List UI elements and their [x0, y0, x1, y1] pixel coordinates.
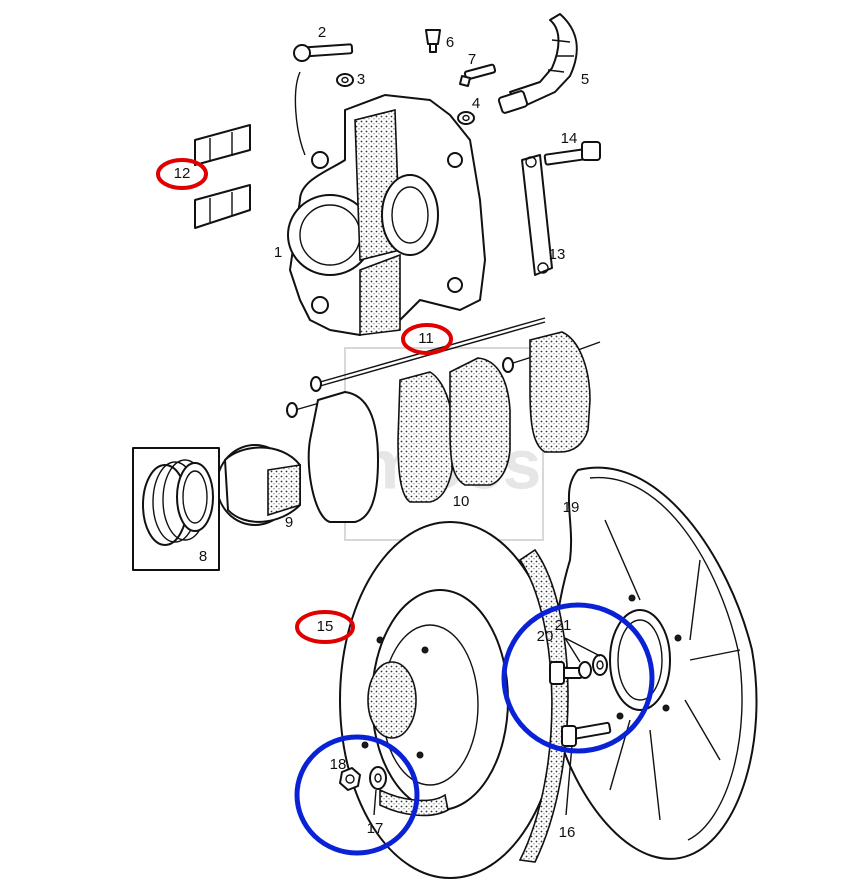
label-6: 6: [446, 34, 454, 51]
bolt-16: [561, 721, 612, 747]
leader-16: [565, 744, 573, 816]
washer-3: [336, 73, 354, 87]
label-20: 20: [537, 628, 554, 645]
locking-plate: [521, 154, 553, 276]
washer-17: [369, 766, 387, 790]
bleed-cap: [425, 29, 441, 53]
bleed-screw: [459, 63, 497, 87]
leader-21: [564, 637, 601, 663]
nut-18: [339, 767, 361, 791]
label-4: 4: [472, 95, 480, 112]
leader-17: [373, 789, 377, 816]
label-17: 17: [367, 820, 384, 837]
caliper-bolt: [293, 43, 354, 62]
label-5: 5: [581, 71, 589, 88]
label-19: 19: [563, 499, 580, 516]
red-marker-15: [295, 610, 355, 644]
bolt-20: [549, 661, 583, 685]
piston: [216, 444, 301, 526]
label-9: 9: [285, 514, 293, 531]
label-11: 11: [418, 330, 434, 347]
anti-rattle-springs: [194, 124, 251, 229]
label-16: 16: [559, 824, 576, 841]
label-8: 8: [199, 548, 207, 565]
label-18: 18: [330, 756, 347, 773]
label-13: 13: [549, 246, 566, 263]
label-12: 12: [174, 165, 191, 182]
blue-marker-bolts: [501, 602, 655, 754]
label-15: 15: [317, 618, 334, 635]
brake-hose: [497, 13, 578, 114]
seal-kit-box: [132, 447, 220, 571]
label-10: 10: [453, 493, 470, 510]
label-14: 14: [561, 130, 578, 147]
label-1: 1: [274, 244, 282, 261]
label-7: 7: [468, 51, 476, 68]
label-3: 3: [357, 71, 365, 88]
red-marker-11: [401, 323, 453, 355]
brake-pads: [307, 331, 591, 523]
blue-marker-nut-washer: [294, 734, 420, 856]
label-2: 2: [318, 24, 326, 41]
red-marker-12: [156, 158, 208, 190]
dust-shield: [552, 466, 758, 860]
brake-disc: [339, 521, 569, 879]
label-21: 21: [555, 617, 572, 634]
washer-4: [457, 111, 475, 125]
caliper: [287, 71, 486, 336]
washer-21: [578, 654, 608, 679]
bolt-14: [543, 141, 601, 166]
